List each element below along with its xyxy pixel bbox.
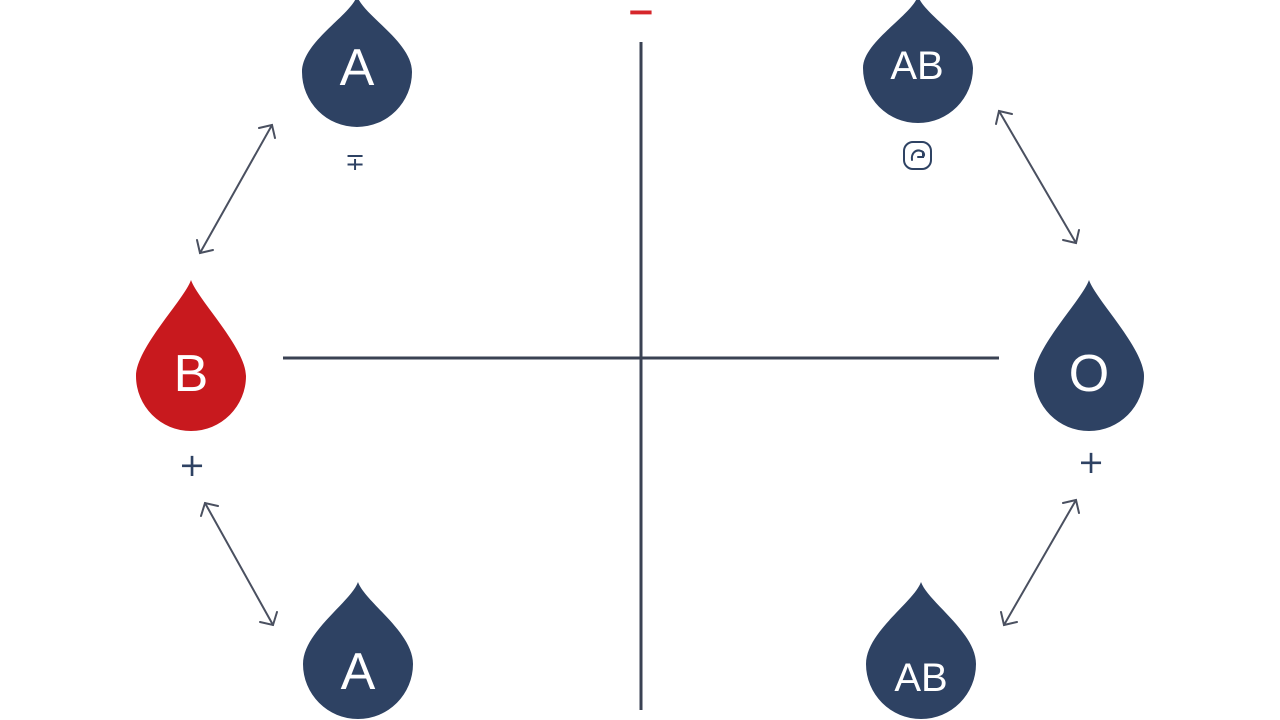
sign-middle-right: + [1078,443,1105,481]
drop-shape [303,582,413,719]
drop-label: A [340,39,375,97]
arrow-top-left-to-middle-left [196,123,276,255]
blood-drop-ab-bottom: AB [866,582,976,719]
drop-label: AB [894,656,947,700]
arrow-top-right-to-middle-right [995,109,1080,245]
blood-drop-ab-top: AB [863,0,973,123]
drop-shape [302,0,412,127]
blood-drop-b: B [136,280,246,431]
drop-shape [136,280,246,431]
arrow-middle-right-to-bottom-right [1000,498,1080,627]
drop-label: AB [890,44,943,88]
blood-drop-o: O [1034,280,1144,431]
sign-middle-left: + [179,446,206,484]
top-minus-mark: − [627,0,656,32]
blood-drop-a-bottom: A [303,582,413,719]
drop-shape [866,582,976,719]
circular-arrow-icon [903,141,932,170]
sign-top-left: ∓ [345,148,365,176]
drop-shape [863,0,973,123]
drop-label: O [1069,345,1109,403]
drop-label: B [174,345,209,403]
drop-shape [1034,280,1144,431]
drop-label: A [341,643,376,701]
blood-drop-a-top: A [302,0,412,127]
arrow-middle-left-to-bottom-left [200,501,278,627]
